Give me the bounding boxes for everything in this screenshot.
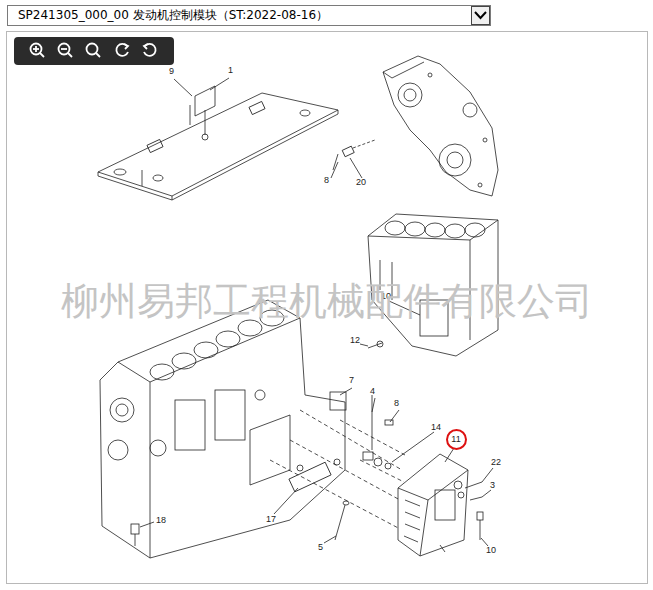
callout-number: 14 [431,423,441,432]
callout-number: 4 [370,387,375,396]
watermark: 柳州易邦工程机械配件有限公司 [61,282,593,320]
callout-number: 8 [324,176,329,185]
callout-number: 3 [490,481,495,490]
callout-number: 9 [169,67,174,76]
callout-number: 10 [486,546,496,555]
dropdown-title: SP241305_000_00 发动机控制模块（ST:2022-08-16） [18,9,328,21]
callout-number: 11 [451,435,460,444]
callout-number: 12 [350,336,360,345]
callout-number: 17 [266,515,276,524]
callout-number: 20 [356,178,366,187]
callout-number: 5 [318,543,323,552]
callout-number: 18 [156,516,166,525]
callout-number: 22 [491,458,501,467]
highlighted-callout: 11 [446,429,467,450]
callout-number: 8 [394,399,399,408]
callout-number: 7 [349,376,354,385]
callout-number: 1 [228,66,233,75]
